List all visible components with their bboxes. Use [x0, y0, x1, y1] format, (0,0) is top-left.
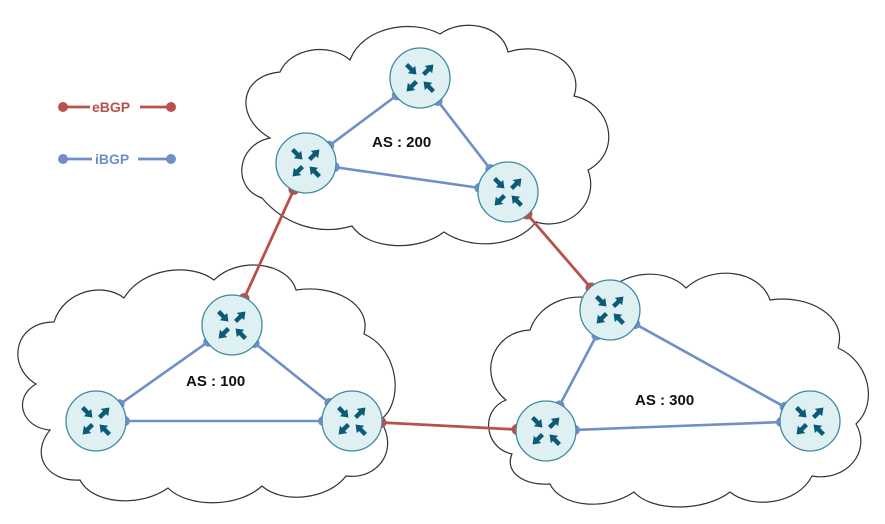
as-label-200: AS : 200	[372, 134, 431, 151]
arrow-in	[493, 177, 505, 189]
legend-ebgp-label: eBGP	[92, 99, 130, 115]
arrow-out	[218, 326, 231, 339]
arrow-out	[494, 193, 507, 206]
ebgp-link-line	[380, 421, 518, 431]
arrow-out	[811, 407, 824, 420]
arrow-in	[99, 424, 111, 436]
ebgp-link-line	[525, 213, 593, 289]
arrow-in	[511, 195, 523, 207]
as-label-300: AS : 300	[635, 392, 694, 409]
router-icon	[477, 161, 539, 223]
legend-ebgp: eBGP	[58, 99, 176, 115]
legend-ibgp-dot-left	[58, 154, 68, 164]
arrow-in	[613, 313, 625, 325]
arrow-out	[532, 432, 545, 445]
arrow-out	[292, 164, 305, 177]
legend-ibgp-dot-right	[166, 154, 176, 164]
router-body	[275, 132, 337, 194]
arrow-out	[611, 296, 624, 309]
router-icon	[321, 390, 383, 452]
router-icon	[389, 47, 451, 109]
ibgp-link-line	[334, 165, 480, 190]
arrow-in	[531, 416, 543, 428]
router-body	[477, 161, 539, 223]
router-body	[779, 390, 841, 452]
router-body	[515, 400, 577, 462]
arrow-out	[421, 64, 434, 77]
legend-ibgp-label: iBGP	[95, 151, 129, 167]
router-body	[389, 47, 451, 109]
arrow-in	[309, 166, 321, 178]
ibgp-link-line	[436, 100, 492, 170]
arrow-out	[596, 311, 609, 324]
arrow-out	[509, 178, 522, 191]
arrow-in	[813, 424, 825, 436]
router-body	[65, 390, 127, 452]
legend-ibgp: iBGP	[58, 151, 176, 167]
arrow-in	[423, 81, 435, 93]
router-icon	[275, 132, 337, 194]
ebgp-link-line	[242, 188, 296, 300]
arrow-out	[796, 422, 809, 435]
arrow-out	[233, 311, 246, 324]
ibgp-link-line	[574, 420, 782, 432]
arrow-in	[549, 434, 561, 446]
arrow-out	[353, 407, 366, 420]
ibgp-link-line	[328, 94, 398, 147]
arrow-out	[307, 149, 320, 162]
arrow-in	[291, 148, 303, 160]
arrow-in	[235, 328, 247, 340]
router-icon	[579, 279, 641, 341]
arrow-in	[337, 406, 349, 418]
ibgp-link-line	[253, 342, 331, 404]
ibgp-link-line	[118, 340, 210, 406]
router-icon	[65, 390, 127, 452]
cloud-as300	[488, 272, 869, 508]
legend: eBGP iBGP	[58, 99, 176, 167]
arrow-in	[405, 63, 417, 75]
ibgp-link-line	[634, 322, 786, 409]
arrow-out	[406, 79, 419, 92]
arrow-out	[82, 422, 95, 435]
router-icon	[201, 294, 263, 356]
arrow-in	[795, 406, 807, 418]
legend-ebgp-dot-right	[166, 102, 176, 112]
arrow-out	[97, 407, 110, 420]
arrow-in	[81, 406, 93, 418]
arrow-out	[547, 417, 560, 430]
router-icon	[779, 390, 841, 452]
routers-layer	[65, 47, 841, 462]
arrow-in	[595, 295, 607, 307]
arrow-in	[217, 310, 229, 322]
router-body	[321, 390, 383, 452]
ibgp-link-line	[558, 335, 598, 406]
router-body	[579, 279, 641, 341]
router-body	[201, 294, 263, 356]
arrow-out	[338, 422, 351, 435]
router-icon	[515, 400, 577, 462]
as-label-100: AS : 100	[186, 373, 245, 390]
legend-ebgp-dot-left	[58, 102, 68, 112]
arrow-in	[355, 424, 367, 436]
